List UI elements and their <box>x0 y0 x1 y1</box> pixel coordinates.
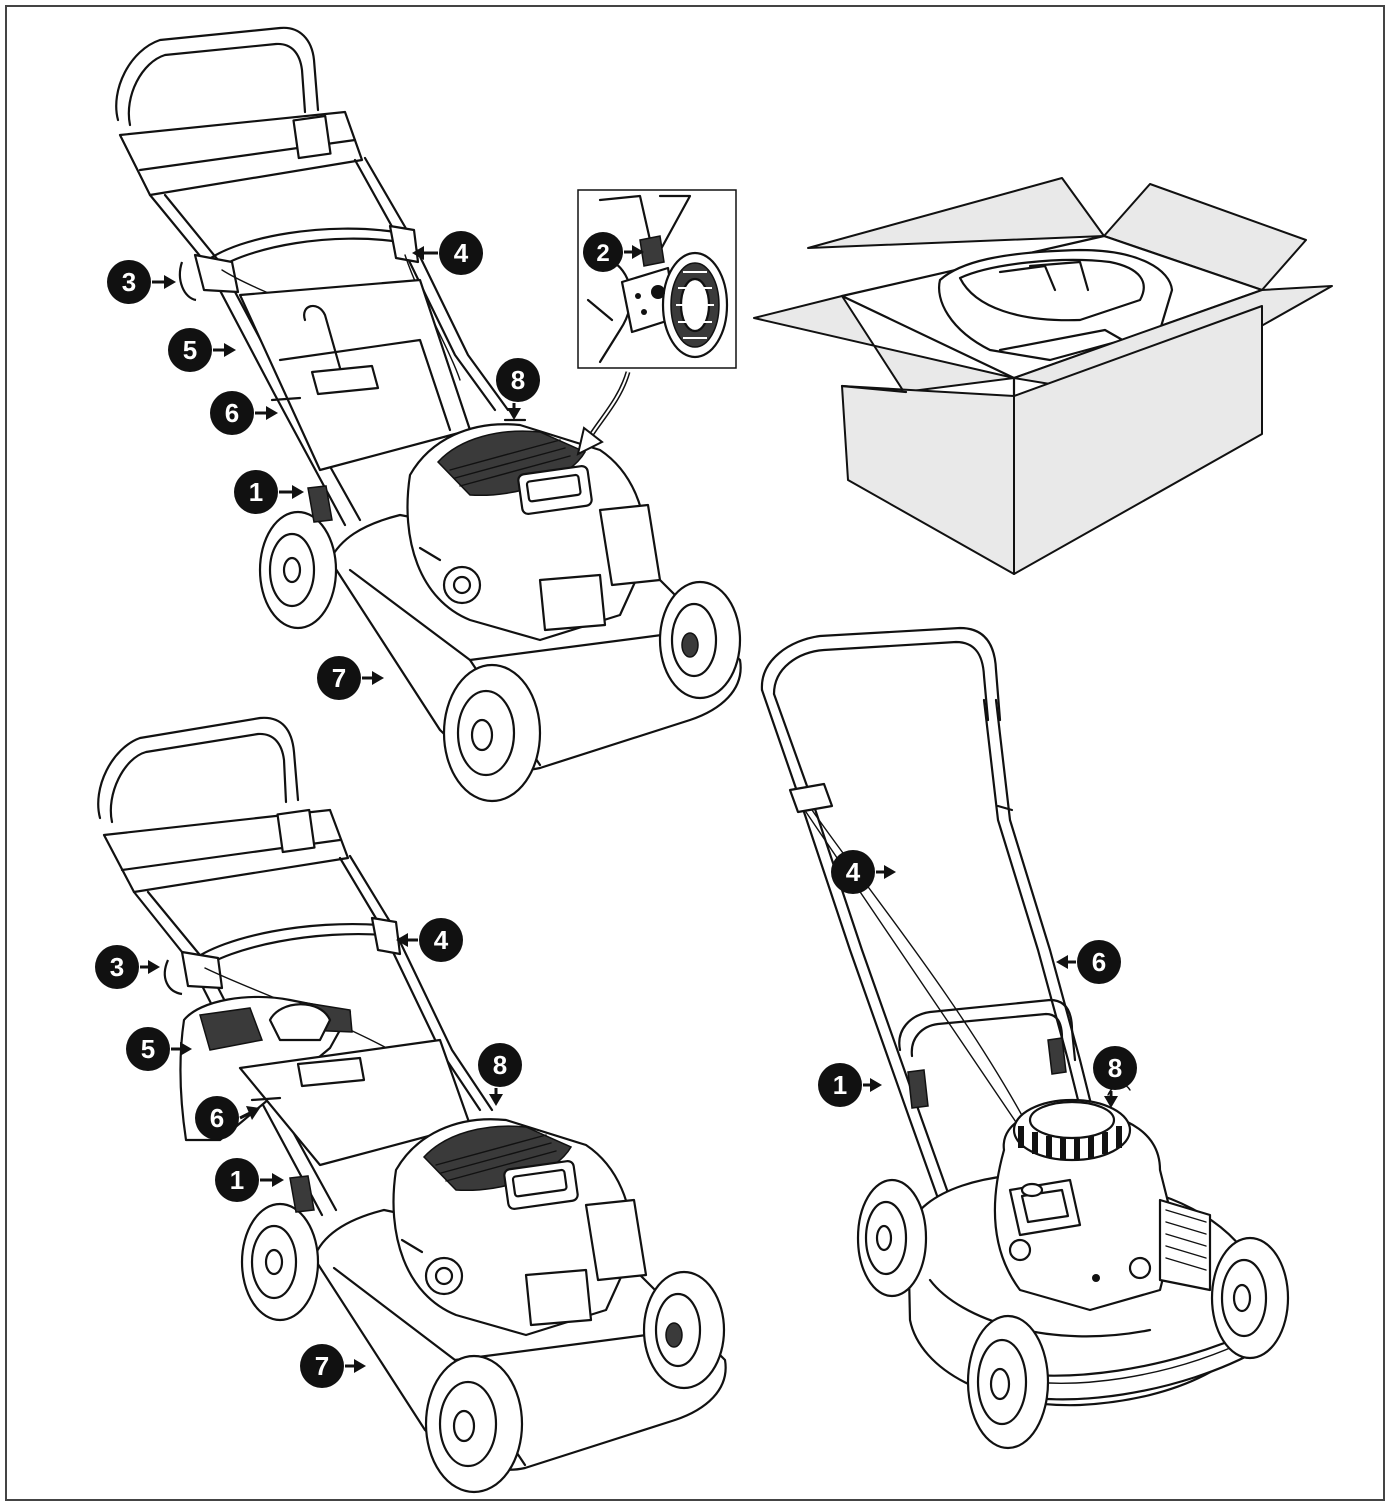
callout-6-label: 6 <box>210 1103 224 1133</box>
callout-4: 4 <box>396 918 463 962</box>
mower-bottom-left <box>97 716 727 1494</box>
wheel-detail-inset <box>577 189 737 369</box>
wheel <box>240 1202 320 1322</box>
callout-6-label: 6 <box>225 398 239 428</box>
mower-top-left <box>115 26 742 803</box>
page-frame <box>5 5 1385 1501</box>
callout-7-label: 7 <box>332 663 346 693</box>
wheel <box>658 580 742 700</box>
callout-5-label: 5 <box>141 1034 155 1064</box>
callout-6: 6 <box>195 1096 260 1140</box>
callout-3-label: 3 <box>122 267 136 297</box>
callout-8-label: 8 <box>1108 1053 1122 1083</box>
wheel <box>642 1270 726 1390</box>
callout-6: 6 <box>210 391 278 435</box>
callout-5-label: 5 <box>183 335 197 365</box>
callout-1-label: 1 <box>230 1165 244 1195</box>
callout-3: 3 <box>107 260 176 304</box>
callout-4-label: 4 <box>454 238 469 268</box>
callout-8: 8 <box>478 1043 522 1106</box>
callout-4-label: 4 <box>434 925 449 955</box>
callout-7: 7 <box>317 656 384 700</box>
wheel <box>424 1354 524 1494</box>
callout-6: 6 <box>1056 940 1121 984</box>
mower-right <box>760 626 1290 1450</box>
callout-2-label: 2 <box>596 240 609 267</box>
callout-4-label: 4 <box>846 857 861 887</box>
wheel <box>258 510 338 630</box>
callout-4: 4 <box>831 850 896 894</box>
callout-1: 1 <box>818 1063 882 1107</box>
callout-1: 1 <box>234 470 304 514</box>
callout-7: 7 <box>300 1344 366 1388</box>
callout-8-label: 8 <box>493 1050 507 1080</box>
callout-1-label: 1 <box>249 477 263 507</box>
callout-8-label: 8 <box>511 365 525 395</box>
wheel <box>1210 1236 1290 1360</box>
callout-8: 8 <box>496 358 540 420</box>
callout-4: 4 <box>412 231 483 275</box>
callout-6-label: 6 <box>1092 947 1106 977</box>
callout-1-label: 1 <box>833 1070 847 1100</box>
wheel <box>442 663 542 803</box>
callout-3-label: 3 <box>110 952 124 982</box>
callout-7-label: 7 <box>315 1351 329 1381</box>
callout-5: 5 <box>126 1027 192 1071</box>
callout-8: 8 <box>1093 1046 1137 1108</box>
packaging-box <box>753 177 1333 575</box>
callout-2: 2 <box>583 232 644 272</box>
callout-5: 5 <box>168 328 236 372</box>
callout-3: 3 <box>95 945 160 989</box>
wheel <box>856 1178 928 1298</box>
inset-pointer-arrow <box>576 371 631 456</box>
callout-1: 1 <box>215 1158 284 1202</box>
wheel <box>966 1314 1050 1450</box>
